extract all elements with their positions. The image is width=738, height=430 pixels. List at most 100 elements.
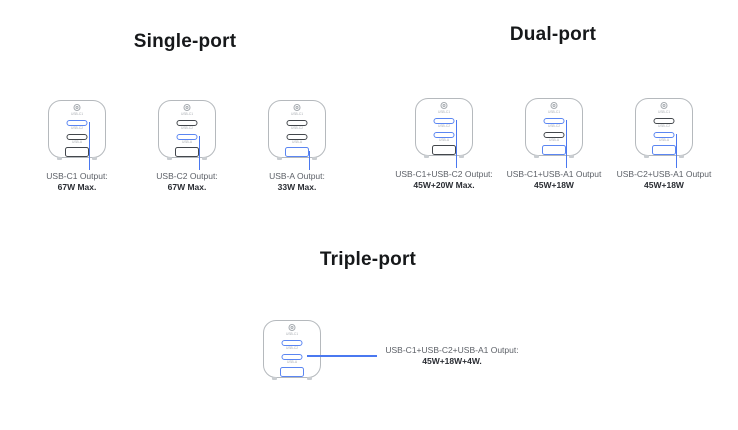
port-label: USB-A: [286, 360, 298, 364]
output-caption-ports: USB-C1+USB-C2+USB-A1 Output:: [385, 345, 519, 355]
port-label: USB-C1: [547, 111, 561, 115]
charger-foot: [92, 156, 97, 160]
charger-foot: [312, 156, 317, 160]
port-usb-c1: [286, 120, 308, 126]
port-usb-c1: [281, 340, 303, 346]
charger-foot: [644, 154, 649, 158]
connector-line: [566, 120, 568, 168]
output-caption: USB-C2 Output:67W Max.: [112, 171, 262, 192]
brand-logo-icon: [288, 324, 296, 331]
port-usb-a1: [652, 145, 676, 155]
port-label: USB-C2: [290, 127, 304, 131]
output-caption: USB-C1+USB-C2 Output:45W+20W Max.: [369, 169, 519, 190]
port-usb-c1: [543, 118, 565, 124]
charger-foot: [534, 154, 539, 158]
port-label: USB-A: [548, 138, 560, 142]
output-caption: USB-C1+USB-C2+USB-A1 Output:45W+18W+4W.: [377, 345, 527, 366]
brand-logo-icon: [550, 102, 558, 109]
port-usb-a1: [542, 145, 566, 155]
port-label: USB-C2: [437, 125, 451, 129]
connector-line: [456, 120, 458, 168]
brand-logo-icon: [73, 104, 81, 111]
port-label: USB-A: [438, 138, 450, 142]
port-label: USB-C1: [285, 333, 299, 337]
brand-logo-icon: [293, 104, 301, 111]
charger-foot: [459, 154, 464, 158]
port-usb-a1: [175, 147, 199, 157]
output-caption-ports: USB-C1 Output:: [46, 171, 108, 181]
port-label: USB-C2: [657, 125, 671, 129]
port-usb-c2: [286, 134, 308, 140]
output-caption-ports: USB-C1+USB-C2 Output:: [395, 169, 493, 179]
brand-logo-icon: [183, 104, 191, 111]
port-usb-c1: [176, 120, 198, 126]
charger-foot: [167, 156, 172, 160]
charger-foot: [272, 376, 277, 380]
port-label: USB-C2: [180, 127, 194, 131]
output-caption-watts: 67W Max.: [167, 181, 207, 192]
port-usb-c2: [281, 354, 303, 360]
port-usb-a1: [65, 147, 89, 157]
output-caption-watts: 45W+18W: [644, 179, 684, 190]
port-label: USB-C1: [437, 111, 451, 115]
port-label: USB-A: [291, 140, 303, 144]
port-usb-c2: [433, 132, 455, 138]
port-usb-c1: [66, 120, 88, 126]
output-caption-watts: 33W Max.: [277, 181, 317, 192]
port-label: USB-C1: [70, 113, 84, 117]
port-usb-c2: [653, 132, 675, 138]
connector-line: [676, 134, 678, 168]
output-caption-ports: USB-C2 Output:: [156, 171, 218, 181]
charger-foot: [569, 154, 574, 158]
port-label: USB-C1: [180, 113, 194, 117]
output-caption-ports: USB-C1+USB-A1 Output: [506, 169, 602, 179]
connector-line: [309, 151, 311, 170]
charger-foot: [679, 154, 684, 158]
section-title-dual-port: Dual-port: [509, 24, 597, 45]
port-usb-c1: [653, 118, 675, 124]
port-usb-c2: [543, 132, 565, 138]
port-usb-c2: [176, 134, 198, 140]
port-usb-c1: [433, 118, 455, 124]
port-label: USB-C1: [290, 113, 304, 117]
port-usb-a1: [285, 147, 309, 157]
port-usb-c2: [66, 134, 88, 140]
output-caption-ports: USB-A Output:: [269, 171, 325, 181]
port-label: USB-C2: [547, 125, 561, 129]
charger-foot: [202, 156, 207, 160]
connector-line: [89, 122, 91, 170]
port-label: USB-C2: [70, 127, 84, 131]
section-title-triple-port: Triple-port: [319, 249, 417, 270]
charger-foot: [277, 156, 282, 160]
port-label: USB-A: [181, 140, 193, 144]
charger-foot: [424, 154, 429, 158]
connector-line: [199, 136, 201, 170]
port-label: USB-A: [658, 138, 670, 142]
output-caption-watts: 45W+20W Max.: [413, 179, 475, 190]
output-caption-watts: 45W+18W+4W.: [422, 355, 482, 366]
port-label: USB-C2: [285, 347, 299, 351]
output-caption: USB-A Output:33W Max.: [222, 171, 372, 192]
port-usb-a1: [280, 367, 304, 377]
output-caption: USB-C1 Output:67W Max.: [2, 171, 152, 192]
charger-foot: [307, 376, 312, 380]
port-label: USB-A: [71, 140, 83, 144]
output-caption-watts: 67W Max.: [57, 181, 97, 192]
connector-line: [307, 355, 377, 357]
port-label: USB-C1: [657, 111, 671, 115]
